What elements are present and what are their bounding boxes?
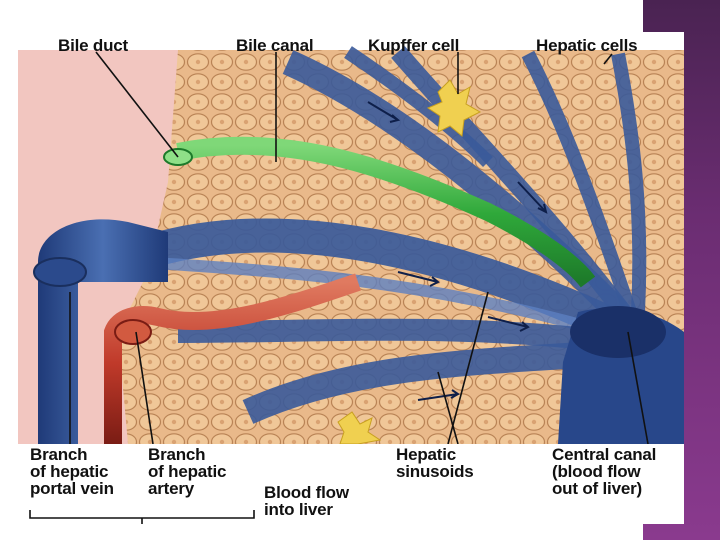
label-kupffer-cell: Kupffer cell (368, 37, 459, 54)
label-hepatic-sinusoids: Hepatic sinusoids (396, 446, 474, 480)
label-portal-vein: Branch of hepatic portal vein (30, 446, 114, 497)
label-hepatic-cells: Hepatic cells (536, 37, 637, 54)
label-bile-duct: Bile duct (58, 37, 128, 54)
label-hepatic-artery: Branch of hepatic artery (148, 446, 226, 497)
label-bile-canal: Bile canal (236, 37, 313, 54)
label-central-canal: Central canal (blood flow out of liver) (552, 446, 656, 497)
liver-lobule-figure: Bile duct Bile canal Kupffer cell Hepati… (18, 32, 684, 524)
label-blood-flow-in: Blood flow into liver (264, 484, 349, 518)
